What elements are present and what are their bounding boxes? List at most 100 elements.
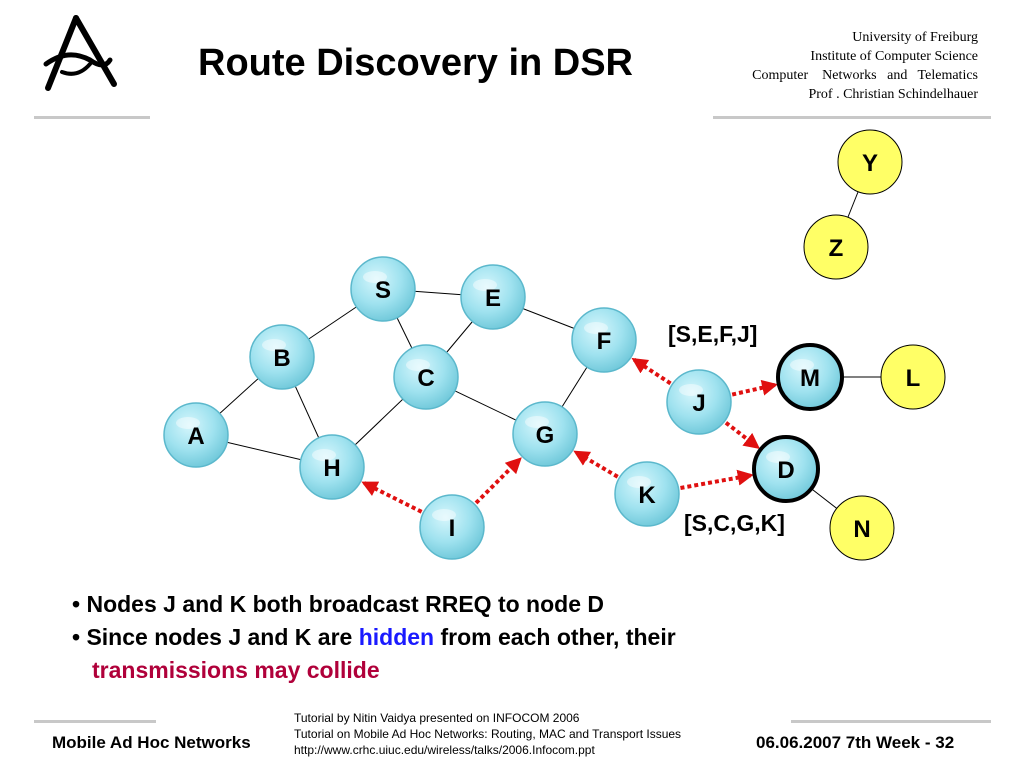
- divider-bottom-right: [791, 720, 991, 723]
- footer-credit-line-2: Tutorial on Mobile Ad Hoc Networks: Rout…: [294, 727, 682, 741]
- node-e: E: [460, 264, 526, 330]
- node-l: L: [880, 344, 946, 410]
- footer-course-title: Mobile Ad Hoc Networks: [52, 733, 251, 752]
- node-label: Y: [862, 150, 878, 177]
- node-circle: [666, 369, 732, 435]
- institution-line-3: Computer Networks and Telematics: [752, 68, 978, 83]
- bullet-marker: •: [72, 624, 81, 650]
- bullet-text-1: Nodes J and K both broadcast RREQ to nod…: [86, 591, 604, 617]
- node-circle: [829, 495, 895, 561]
- institution-line-4: Prof . Christian Schindelhauer: [808, 87, 978, 102]
- node-label: E: [485, 285, 501, 312]
- node-circle: [571, 307, 637, 373]
- university-logo-icon: [43, 15, 117, 91]
- node-b: B: [249, 324, 315, 390]
- footer-credit-line-1: Tutorial by Nitin Vaidya presented on IN…: [294, 711, 580, 725]
- node-m: M: [776, 343, 844, 411]
- node-f: F: [571, 307, 637, 373]
- node-highlight: [312, 449, 336, 461]
- node-highlight: [363, 271, 387, 283]
- node-i: I: [419, 494, 485, 560]
- node-y: Y: [837, 129, 903, 195]
- bullet-text-hidden: hidden: [358, 624, 435, 650]
- node-a: A: [163, 402, 229, 468]
- route-label-k: [S,C,G,K]: [684, 510, 785, 536]
- node-j: J: [666, 369, 732, 435]
- node-k: K: [614, 461, 680, 527]
- node-label: C: [417, 365, 434, 392]
- broadcast-arrow-K-D: [680, 469, 754, 490]
- institution-block: University of Freiburg Institute of Comp…: [678, 28, 978, 104]
- institution-line-1: University of Freiburg: [852, 30, 978, 45]
- node-label: L: [906, 365, 921, 392]
- node-label: F: [597, 328, 612, 355]
- node-label: S: [375, 277, 391, 304]
- node-circle: [512, 401, 578, 467]
- divider-top-right: [713, 116, 991, 119]
- broadcast-arrow-J-M: [731, 379, 779, 397]
- node-highlight: [432, 509, 456, 521]
- node-d: D: [752, 435, 820, 503]
- bullet-item-2: • Since nodes J and K are hidden from ea…: [72, 621, 676, 654]
- node-highlight: [766, 451, 790, 463]
- node-circle: [776, 343, 844, 411]
- node-circle: [614, 461, 680, 527]
- node-highlight: [176, 417, 200, 429]
- node-circle: [419, 494, 485, 560]
- broadcast-arrow-K-G: [573, 450, 619, 479]
- node-highlight: [473, 279, 497, 291]
- footer-credit-link[interactable]: http://www.crhc.uiuc.edu/wireless/talks/…: [294, 743, 595, 757]
- node-circle: [880, 344, 946, 410]
- institution-line-2: Institute of Computer Science: [810, 49, 978, 64]
- node-label: D: [777, 457, 794, 484]
- bullet-item-1: • Nodes J and K both broadcast RREQ to n…: [72, 588, 676, 621]
- broadcast-arrow-J-D: [724, 421, 761, 449]
- broadcast-arrow-J-F: [631, 357, 672, 386]
- node-circle: [249, 324, 315, 390]
- page-title: Route Discovery in DSR: [198, 42, 633, 84]
- bullet-text-2b: from each other, their: [434, 624, 676, 650]
- node-circle: [752, 435, 820, 503]
- node-label: N: [853, 516, 870, 543]
- node-circle: [803, 214, 869, 280]
- footer-credits: Tutorial by Nitin Vaidya presented on IN…: [294, 710, 681, 758]
- node-label: A: [187, 423, 204, 450]
- node-label: J: [692, 390, 705, 417]
- node-s: S: [350, 256, 416, 322]
- node-circle: [299, 434, 365, 500]
- node-label: B: [273, 345, 290, 372]
- divider-top-left: [34, 116, 150, 119]
- node-g: G: [512, 401, 578, 467]
- node-highlight: [262, 339, 286, 351]
- node-label: I: [449, 515, 456, 542]
- node-label: M: [800, 365, 820, 392]
- node-label: G: [536, 422, 555, 449]
- bullet-marker: •: [72, 591, 81, 617]
- node-z: Z: [803, 214, 869, 280]
- node-highlight: [406, 359, 430, 371]
- node-highlight: [584, 322, 608, 334]
- node-circle: [163, 402, 229, 468]
- bullet-text-2a: Since nodes J and K are: [86, 624, 359, 650]
- node-highlight: [627, 476, 651, 488]
- node-circle: [393, 344, 459, 410]
- bullet-list: • Nodes J and K both broadcast RREQ to n…: [72, 588, 676, 687]
- route-label-j: [S,E,F,J]: [668, 321, 758, 347]
- divider-bottom-left: [34, 720, 156, 723]
- node-h: H: [299, 434, 365, 500]
- bullet-item-3: transmissions may collide: [92, 657, 380, 683]
- node-circle: [460, 264, 526, 330]
- footer-date-page: 06.06.2007 7th Week - 32: [756, 733, 955, 752]
- node-highlight: [790, 359, 814, 371]
- node-n: N: [829, 495, 895, 561]
- broadcast-arrow-I-G: [474, 457, 522, 505]
- node-circle: [350, 256, 416, 322]
- broadcast-arrow-I-H: [361, 481, 423, 514]
- node-label: K: [638, 482, 656, 509]
- node-highlight: [679, 384, 703, 396]
- node-label: Z: [829, 235, 844, 262]
- node-c: C: [393, 344, 459, 410]
- node-circle: [837, 129, 903, 195]
- node-label: H: [323, 455, 340, 482]
